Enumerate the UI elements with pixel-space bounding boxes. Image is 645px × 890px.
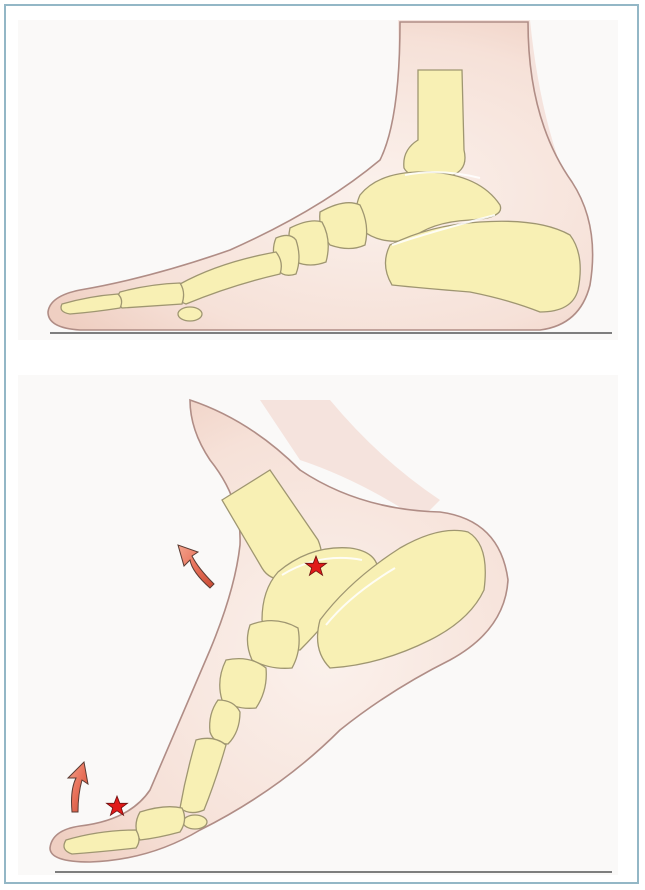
sesamoid-bone <box>183 815 207 829</box>
sesamoid-bone <box>178 307 202 321</box>
panel-neutral-foot <box>18 20 618 340</box>
panel-plantarflexed-foot <box>18 375 618 875</box>
